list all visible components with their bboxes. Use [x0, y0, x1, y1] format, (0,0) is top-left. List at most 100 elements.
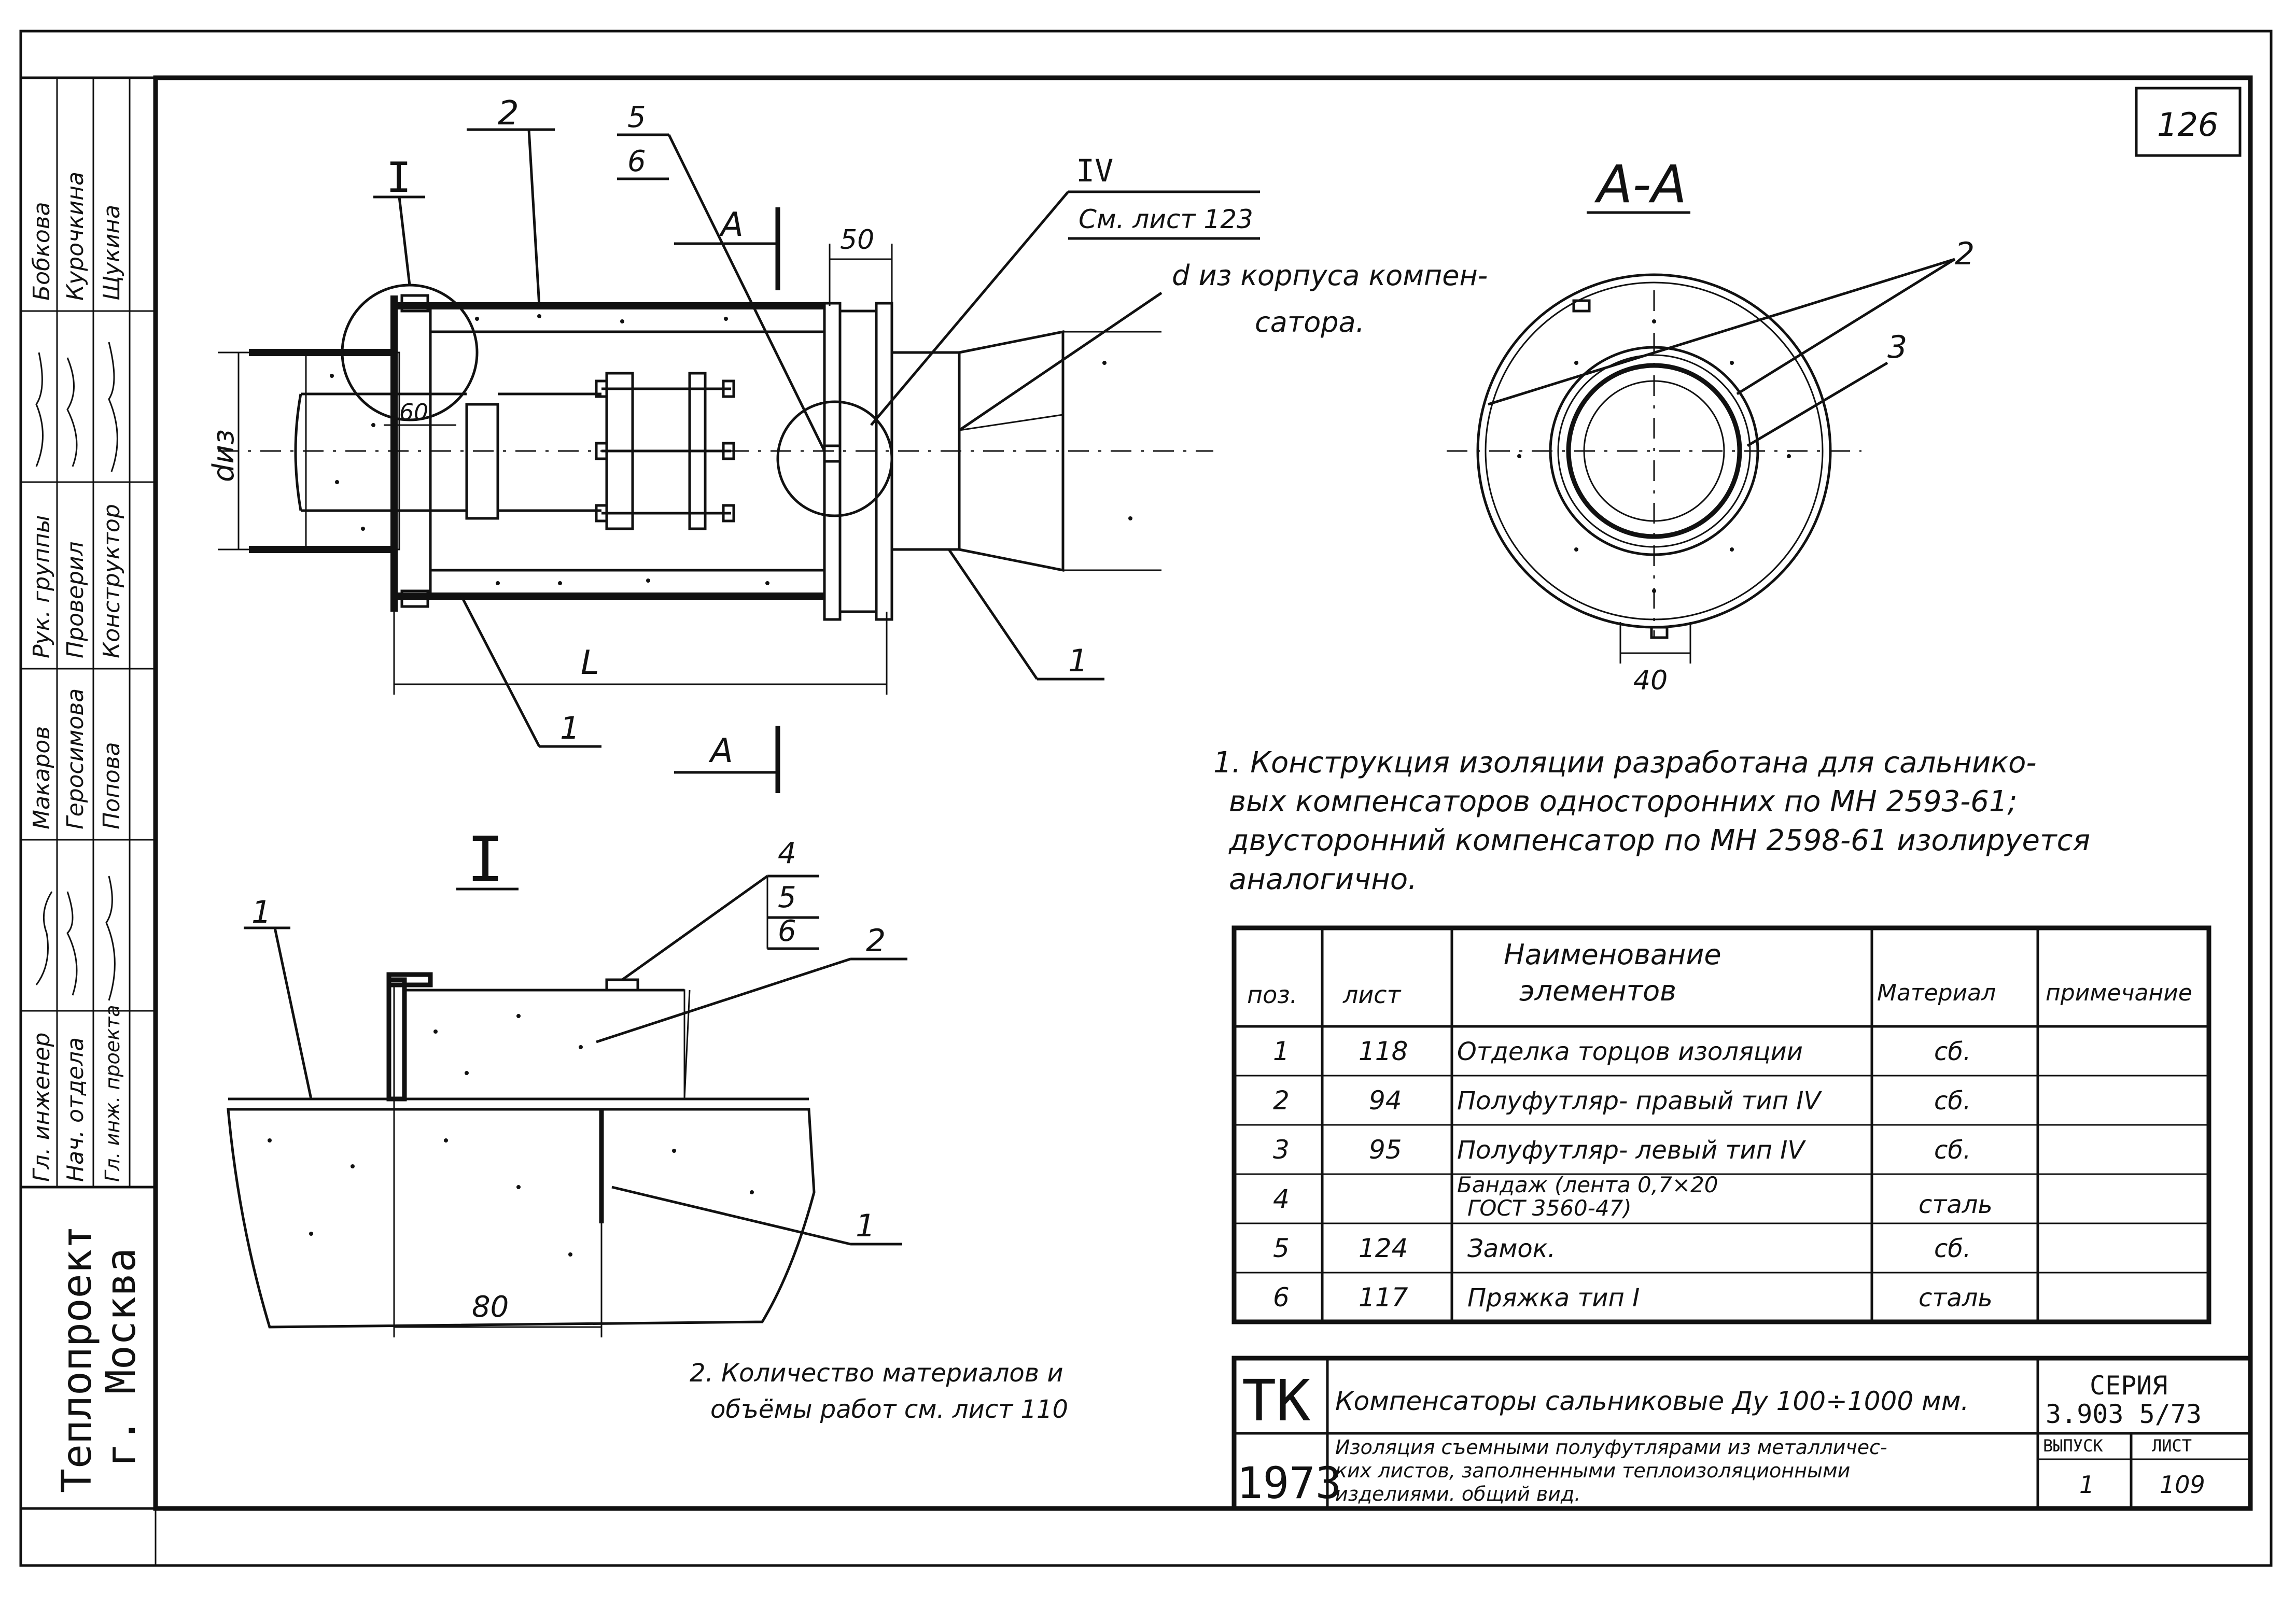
role-dept-head: Нач. отдела — [62, 1037, 89, 1182]
title-line-3: ких листов, заполненными теплоизоляционн… — [1335, 1459, 1850, 1482]
title-line-2: Изоляция съемными полуфутлярами из метал… — [1335, 1436, 1887, 1459]
row-5-name: Замок. — [1467, 1234, 1556, 1263]
row-5-material: сб. — [1934, 1234, 1971, 1263]
note-2-line-1: 2. Количество материалов и — [690, 1359, 1063, 1388]
signature-scribble — [35, 876, 116, 1001]
row-1-name: Отделка торцов изоляции — [1457, 1037, 1803, 1066]
detail-title: I — [467, 824, 504, 896]
detail-callout-4: 4 — [778, 837, 796, 870]
section-callout-3: 3 — [1887, 329, 1907, 365]
row-6-pos: 6 — [1273, 1282, 1290, 1313]
signature-scribble — [35, 342, 118, 472]
issue-value: 1 — [2079, 1471, 2094, 1499]
callout-IV: IV — [1076, 153, 1113, 189]
sheet-label: ЛИСТ — [2152, 1436, 2192, 1456]
header-name-1: Наименование — [1504, 938, 1721, 971]
detail-callout-6: 6 — [778, 914, 796, 948]
row-6-sheet: 117 — [1359, 1282, 1408, 1313]
name-shchukina: Щукина — [99, 205, 125, 301]
sheet-value: 109 — [2160, 1471, 2205, 1499]
section-mark-A-top: A — [719, 206, 744, 244]
note-d: d из корпуса компен- — [1172, 259, 1488, 292]
callout-6: 6 — [627, 145, 646, 178]
section-title: А-А — [1594, 154, 1687, 215]
callout-1-right: 1 — [1068, 643, 1088, 679]
title-block: ТК 1973 Компенсаторы сальниковые Ду 100÷… — [1231, 1356, 2253, 1511]
sheet-number: 126 — [2157, 106, 2218, 144]
detail-callout-1-bottom: 1 — [856, 1208, 875, 1244]
name-bobkova: Бобкова — [29, 202, 55, 301]
title-line-1: Компенсаторы сальниковые Ду 100÷1000 мм. — [1335, 1386, 1969, 1416]
name-popova: Попова — [99, 742, 125, 829]
detail-callout-1-top: 1 — [251, 894, 271, 930]
insulation-hatching — [268, 1014, 754, 1257]
row-2-name: Полуфутляр- правый тип IV — [1457, 1087, 1822, 1116]
header-name-2: элементов — [1519, 975, 1676, 1007]
detail-circle-IV — [776, 400, 893, 517]
header-sheet: лист — [1342, 981, 1402, 1009]
row-1-sheet: 118 — [1359, 1036, 1408, 1066]
role-project-chief: Гл. инж. проекта — [101, 1005, 124, 1182]
row-2-material: сб. — [1934, 1087, 1971, 1116]
row-3-material: сб. — [1934, 1136, 1971, 1165]
main-view: I 2 5 6 IV См. лист 123 d из корпуса ком… — [207, 94, 1488, 793]
detail-view: I 1 1 2 4 5 — [227, 824, 907, 1337]
section-callout-2: 2 — [1955, 236, 1975, 272]
year-mark: 1973 — [1237, 1458, 1341, 1508]
section-view: А-А 2 3 40 — [1447, 154, 1975, 696]
header-note: примечание — [2046, 980, 2192, 1006]
dim-diz: dиз — [207, 429, 241, 482]
role-group-head: Рук. группы — [29, 515, 55, 658]
callout-2: 2 — [498, 94, 519, 133]
org-name: Теплопроект — [54, 1225, 101, 1493]
insulation-hatching — [330, 314, 1132, 585]
row-3-sheet: 95 — [1369, 1135, 1402, 1165]
name-makarov: Макаров — [29, 726, 55, 829]
name-gerasimova: Геросимова — [62, 688, 89, 829]
name-kurochkina: Курочкина — [62, 172, 89, 301]
role-checker: Проверил — [62, 541, 89, 658]
row-3-name: Полуфутляр- левый тип IV — [1457, 1136, 1806, 1165]
callout-5: 5 — [627, 101, 646, 134]
tk-mark: ТК — [1242, 1367, 1310, 1434]
callout-I: I — [386, 153, 411, 202]
dim-60: 60 — [399, 399, 428, 426]
series-value: 3.903 5/73 — [2046, 1399, 2202, 1429]
series-label: СЕРИЯ — [2090, 1371, 2168, 1401]
issue-label: ВЫПУСК — [2043, 1436, 2103, 1456]
insulation-hatching — [1517, 319, 1791, 593]
row-2-sheet: 94 — [1369, 1085, 1402, 1116]
detail-callout-5: 5 — [778, 881, 796, 914]
row-4-name-2: ГОСТ 3560-47) — [1467, 1195, 1632, 1221]
note-1-line-1: 1. Конструкция изоляции разработана для … — [1213, 746, 2037, 780]
row-4-pos: 4 — [1273, 1184, 1290, 1214]
section-dim-40: 40 — [1633, 665, 1668, 696]
row-1-material: сб. — [1934, 1037, 1971, 1066]
role-chief-engineer: Гл. инженер — [29, 1033, 55, 1182]
detail-callout-2: 2 — [866, 923, 886, 959]
note-1-line-2: вых компенсаторов односторонних по МН 25… — [1229, 785, 2017, 819]
section-mark-A-bottom: A — [708, 732, 733, 770]
row-4-material: сталь — [1919, 1190, 1993, 1219]
dim-50: 50 — [840, 224, 874, 256]
header-material: Материал — [1877, 980, 1996, 1006]
row-2-pos: 2 — [1273, 1085, 1290, 1116]
org-city: г. Москва — [98, 1248, 145, 1467]
row-6-name: Пряжка тип I — [1467, 1284, 1640, 1313]
title-line-4: изделиями. общий вид. — [1335, 1483, 1580, 1505]
note-1-line-4: аналогично. — [1229, 863, 1417, 896]
row-5-sheet: 124 — [1359, 1233, 1408, 1263]
callout-1-left: 1 — [560, 710, 580, 746]
ref-sheet-123: См. лист 123 — [1079, 204, 1253, 234]
note-d-2: сатора. — [1255, 306, 1365, 338]
row-3-pos: 3 — [1273, 1135, 1290, 1165]
note-2-line-2: объёмы работ см. лист 110 — [710, 1395, 1068, 1424]
dim-L: L — [581, 644, 599, 682]
notes: 1. Конструкция изоляции разработана для … — [690, 746, 2090, 1424]
row-5-pos: 5 — [1273, 1233, 1290, 1263]
detail-dim-80: 80 — [472, 1290, 509, 1324]
role-designer: Конструктор — [99, 504, 125, 658]
row-6-material: сталь — [1919, 1284, 1993, 1313]
row-1-pos: 1 — [1273, 1036, 1290, 1066]
